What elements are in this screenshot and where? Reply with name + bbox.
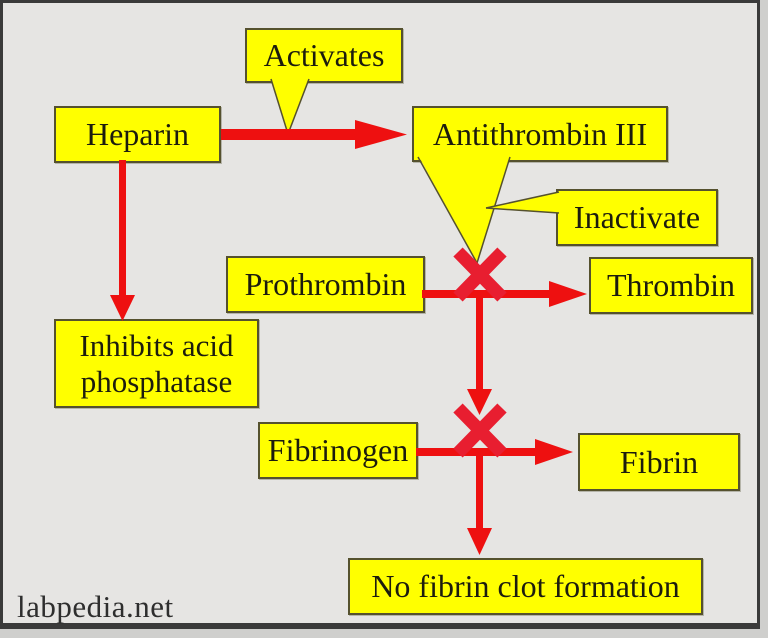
blocked-cross-fibrinogen-icon (453, 403, 507, 458)
node-inactivate-callout: Inactivate (556, 189, 718, 246)
blocked-cross-prothrombin-icon (453, 247, 507, 302)
diagram-canvas: Heparin Activates Antithrombin III Inact… (0, 0, 760, 629)
node-fibrinogen: Fibrinogen (258, 422, 418, 479)
arrow-heparin-to-antithrombin (221, 120, 407, 149)
node-heparin: Heparin (54, 106, 221, 163)
arrow-down-to-fibrinogen-level (467, 296, 492, 415)
inactivate-callout-pointer-icon (485, 191, 560, 214)
node-antithrombin-iii: Antithrombin III (412, 106, 668, 162)
arrow-heparin-to-inhibits (110, 160, 135, 321)
node-prothrombin: Prothrombin (226, 256, 425, 313)
node-thrombin: Thrombin (589, 257, 753, 314)
node-no-fibrin-clot-formation: No fibrin clot formation (348, 558, 703, 615)
node-fibrin: Fibrin (578, 433, 740, 491)
arrow-prothrombin-to-thrombin (422, 281, 587, 307)
arrow-fibrinogen-to-fibrin (416, 439, 573, 465)
arrow-down-to-no-clot (467, 452, 492, 555)
antithrombin-callout-tail-icon (417, 155, 511, 264)
activates-callout-tail-icon (270, 77, 310, 135)
node-activates-callout: Activates (245, 28, 403, 83)
watermark-labpedia: labpedia.net (17, 589, 174, 624)
node-inhibits-acid-phosphatase: Inhibits acid phosphatase (54, 319, 259, 408)
